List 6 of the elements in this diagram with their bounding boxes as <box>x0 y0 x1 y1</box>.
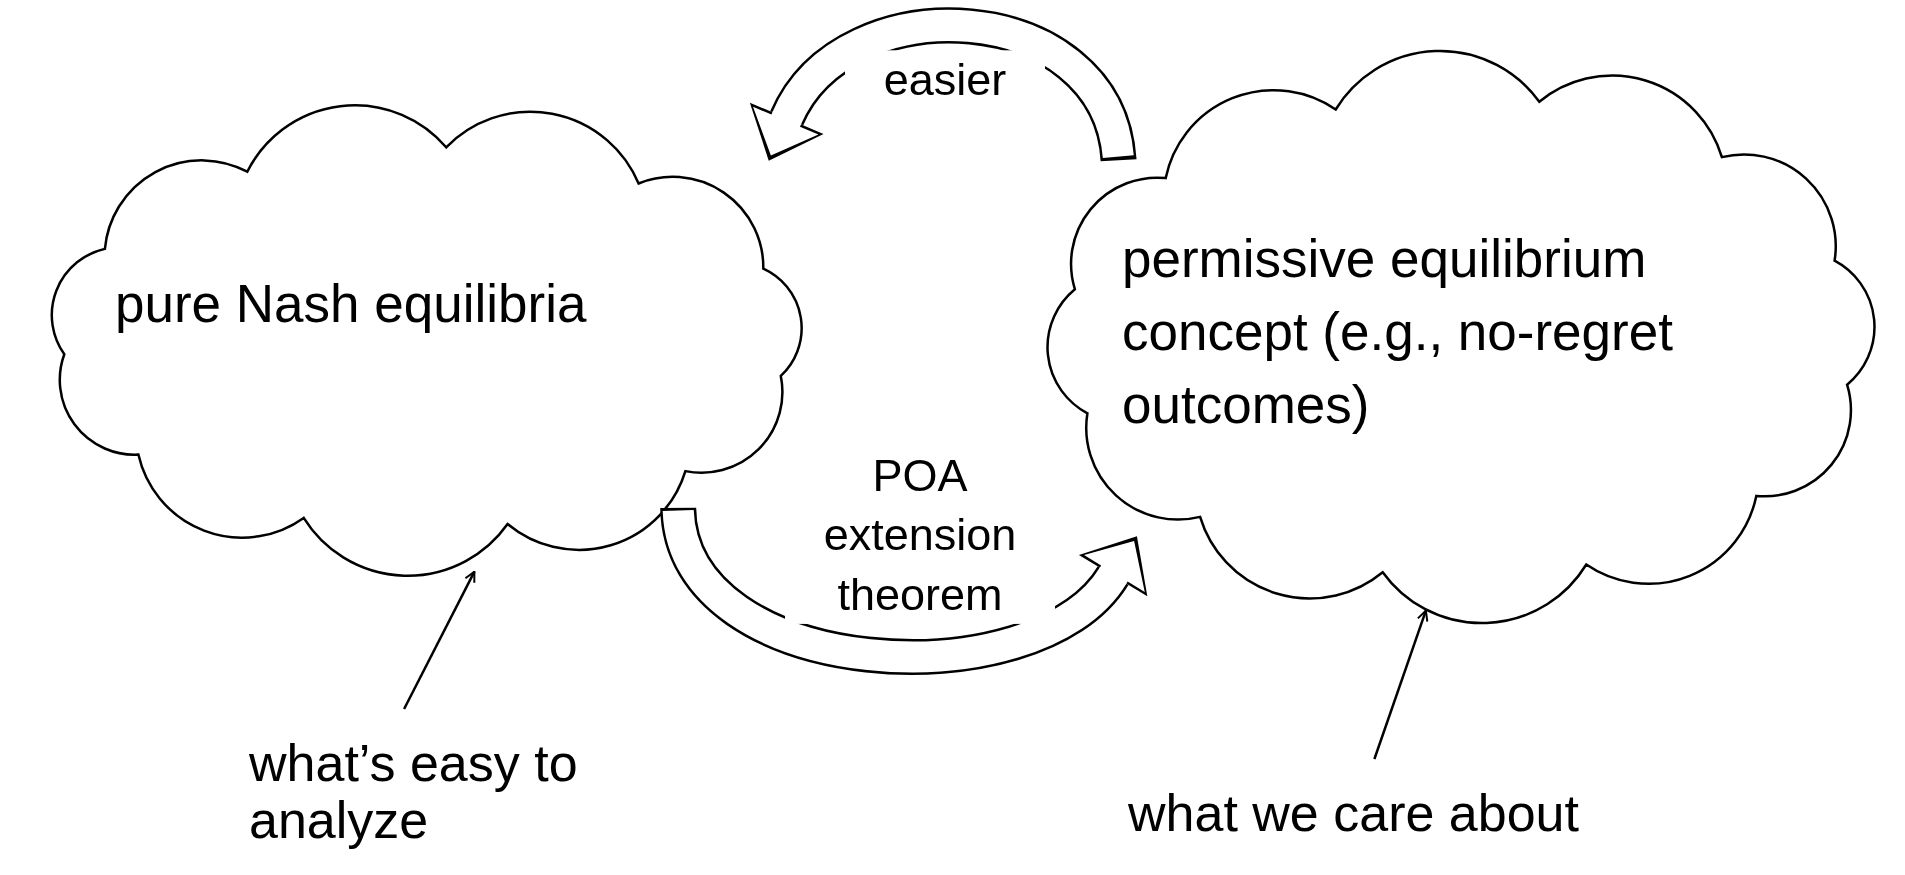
cloud-label: pure Nash equilibria <box>115 273 588 335</box>
leader-arrow <box>1373 609 1429 760</box>
leader-arrow <box>403 570 476 710</box>
annotation-text: what we care about <box>1128 785 1580 843</box>
annotation-text: what’s easy to analyze <box>249 735 579 850</box>
cloud-label: permissive equilibrium concept (e.g., no-regret outcomes) <box>1122 228 1674 437</box>
